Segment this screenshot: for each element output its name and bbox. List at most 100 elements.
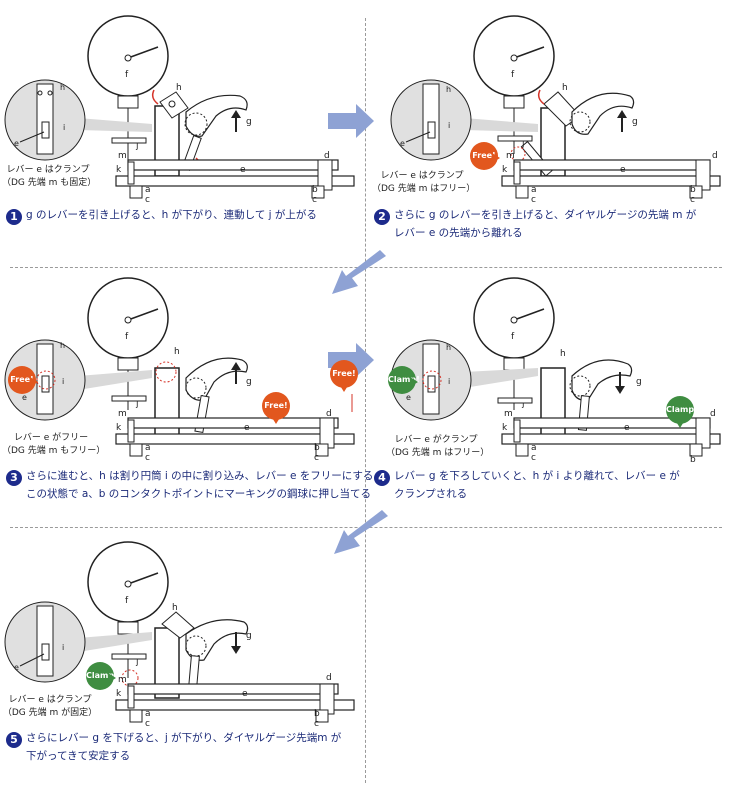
state-note-line: （DG 先端 m はフリー） bbox=[372, 184, 476, 194]
label-b: b bbox=[312, 185, 318, 195]
label-k: k bbox=[502, 165, 508, 175]
label-k: k bbox=[116, 165, 122, 175]
zoom-label-e: e bbox=[14, 139, 19, 148]
label-e: e bbox=[244, 423, 250, 433]
label-d: d bbox=[324, 151, 330, 161]
label-m: m bbox=[118, 675, 127, 685]
state-note-line: レバー e はクランプ bbox=[380, 171, 464, 181]
zoom-label-e: e bbox=[14, 663, 19, 672]
label-e: e bbox=[620, 165, 626, 175]
label-g: g bbox=[632, 117, 638, 127]
label-g: g bbox=[246, 117, 252, 127]
label-a: a bbox=[145, 185, 151, 195]
label-g: g bbox=[246, 377, 252, 387]
clamp-badge-lever: Clamp! bbox=[666, 396, 698, 428]
zoom-label-h: h bbox=[60, 341, 65, 350]
step-text-line: g のレバーを引き上げると、h が下がり、連動して j が上がる bbox=[26, 209, 317, 221]
step-description-1: 1 g のレバーを引き上げると、h が下がり、連動して j が上がる bbox=[6, 207, 317, 225]
label-h: h bbox=[172, 603, 178, 613]
free-badge-lever: Free! bbox=[262, 392, 290, 424]
label-j: j bbox=[521, 399, 525, 409]
zoom-callout: h i e bbox=[4, 339, 152, 421]
state-note-line: （DG 先端 m はフリー） bbox=[386, 448, 490, 458]
base-frame: e d m k a c b c bbox=[115, 673, 355, 729]
vertical-divider bbox=[365, 18, 366, 783]
step-text-line: レバー g を下ろしていくと、h が i より離れて、レバー e が bbox=[394, 470, 680, 482]
state-note-3: レバー e がフリー （DG 先端 m もフリー） bbox=[2, 432, 105, 458]
flow-arrow-right-1 bbox=[328, 104, 374, 138]
label-g: g bbox=[246, 631, 252, 641]
zoom-label-i: i bbox=[448, 377, 450, 386]
state-note-1: レバー e はクランプ （DG 先端 m も固定） bbox=[2, 164, 96, 190]
step-text-line: 下がってきて安定する bbox=[26, 750, 131, 762]
flow-arrow-down-left-2 bbox=[334, 510, 388, 554]
label-m: m bbox=[118, 409, 127, 419]
dial-gauge: f bbox=[87, 15, 169, 160]
step-panel-2: f h i e h g j bbox=[366, 0, 731, 250]
step-text-line: レバー e の先端から離れる bbox=[394, 227, 523, 239]
label-b: b bbox=[690, 185, 696, 195]
dial-gauge: f bbox=[473, 15, 555, 154]
base-frame: e d m k a c b c bbox=[115, 409, 355, 463]
free-badge-end: Free! bbox=[330, 360, 358, 392]
label-b: b bbox=[314, 443, 320, 453]
step-text-line: さらにレバー g を下げると、j が下がり、ダイヤルゲージ先端m が bbox=[26, 732, 342, 744]
label-j: j bbox=[135, 399, 139, 409]
step-number-badge: 1 bbox=[6, 209, 22, 225]
step-text-line: クランプされる bbox=[394, 488, 468, 500]
base-frame: e d m k a c b c bbox=[115, 151, 355, 205]
label-m: m bbox=[506, 151, 515, 161]
zoom-label-i: i bbox=[63, 123, 65, 132]
label-c-right: c bbox=[690, 195, 695, 205]
label-d: d bbox=[326, 409, 332, 419]
label-f: f bbox=[511, 70, 515, 80]
zoom-label-e: e bbox=[406, 393, 411, 402]
label-j: j bbox=[135, 657, 139, 667]
label-m: m bbox=[118, 151, 127, 161]
step-text-line: さらに g のレバーを引き上げると、ダイヤルゲージの先端 m が bbox=[394, 209, 697, 221]
zoom-label-i: i bbox=[62, 377, 64, 386]
label-b: b bbox=[690, 455, 696, 465]
label-m: m bbox=[504, 409, 513, 419]
label-a: a bbox=[531, 443, 537, 453]
label-a: a bbox=[145, 709, 151, 719]
label-k: k bbox=[116, 423, 122, 433]
label-c-left: c bbox=[145, 195, 150, 205]
zoom-callout: h i e bbox=[390, 339, 538, 421]
base-frame: e d m k a c b c bbox=[501, 151, 721, 205]
label-c-right: c bbox=[314, 719, 319, 729]
mechanism-diagram-3: f h i e h g j bbox=[4, 277, 355, 463]
label-b: b bbox=[314, 709, 320, 719]
state-note-line: レバー e がフリー bbox=[13, 433, 89, 443]
label-a: a bbox=[145, 443, 151, 453]
zoom-label-i: i bbox=[448, 121, 450, 130]
label-h: h bbox=[560, 349, 566, 359]
label-d: d bbox=[710, 409, 716, 419]
zoom-label-e: e bbox=[400, 139, 405, 148]
step-text-line: この状態で a、b のコンタクトポイントにマーキングの鋼球に押し当てる bbox=[26, 488, 371, 500]
label-e: e bbox=[624, 423, 630, 433]
label-e: e bbox=[242, 689, 248, 699]
label-c-right: c bbox=[312, 195, 317, 205]
label-c-left: c bbox=[531, 195, 536, 205]
state-note-5: レバー e はクランプ （DG 先端 m が固定） bbox=[2, 694, 98, 720]
label-e: e bbox=[240, 165, 246, 175]
base-frame: e d m k a c b bbox=[501, 409, 721, 465]
label-c-right: c bbox=[314, 453, 319, 463]
state-note-line: レバー e がクランプ bbox=[394, 435, 478, 445]
label-c-left: c bbox=[145, 453, 150, 463]
zoom-callout: h i e bbox=[4, 79, 152, 161]
label-f: f bbox=[511, 332, 515, 342]
state-note-line: （DG 先端 m が固定） bbox=[2, 708, 98, 718]
zoom-callout: h i e bbox=[390, 79, 538, 161]
label-j: j bbox=[521, 139, 525, 149]
state-note-4: レバー e がクランプ （DG 先端 m はフリー） bbox=[386, 434, 490, 460]
zoom-callout: i e bbox=[4, 601, 152, 683]
flow-arrow-right-2 bbox=[328, 343, 374, 377]
label-g: g bbox=[636, 377, 642, 387]
label-d: d bbox=[712, 151, 718, 161]
zoom-label-h: h bbox=[446, 85, 451, 94]
